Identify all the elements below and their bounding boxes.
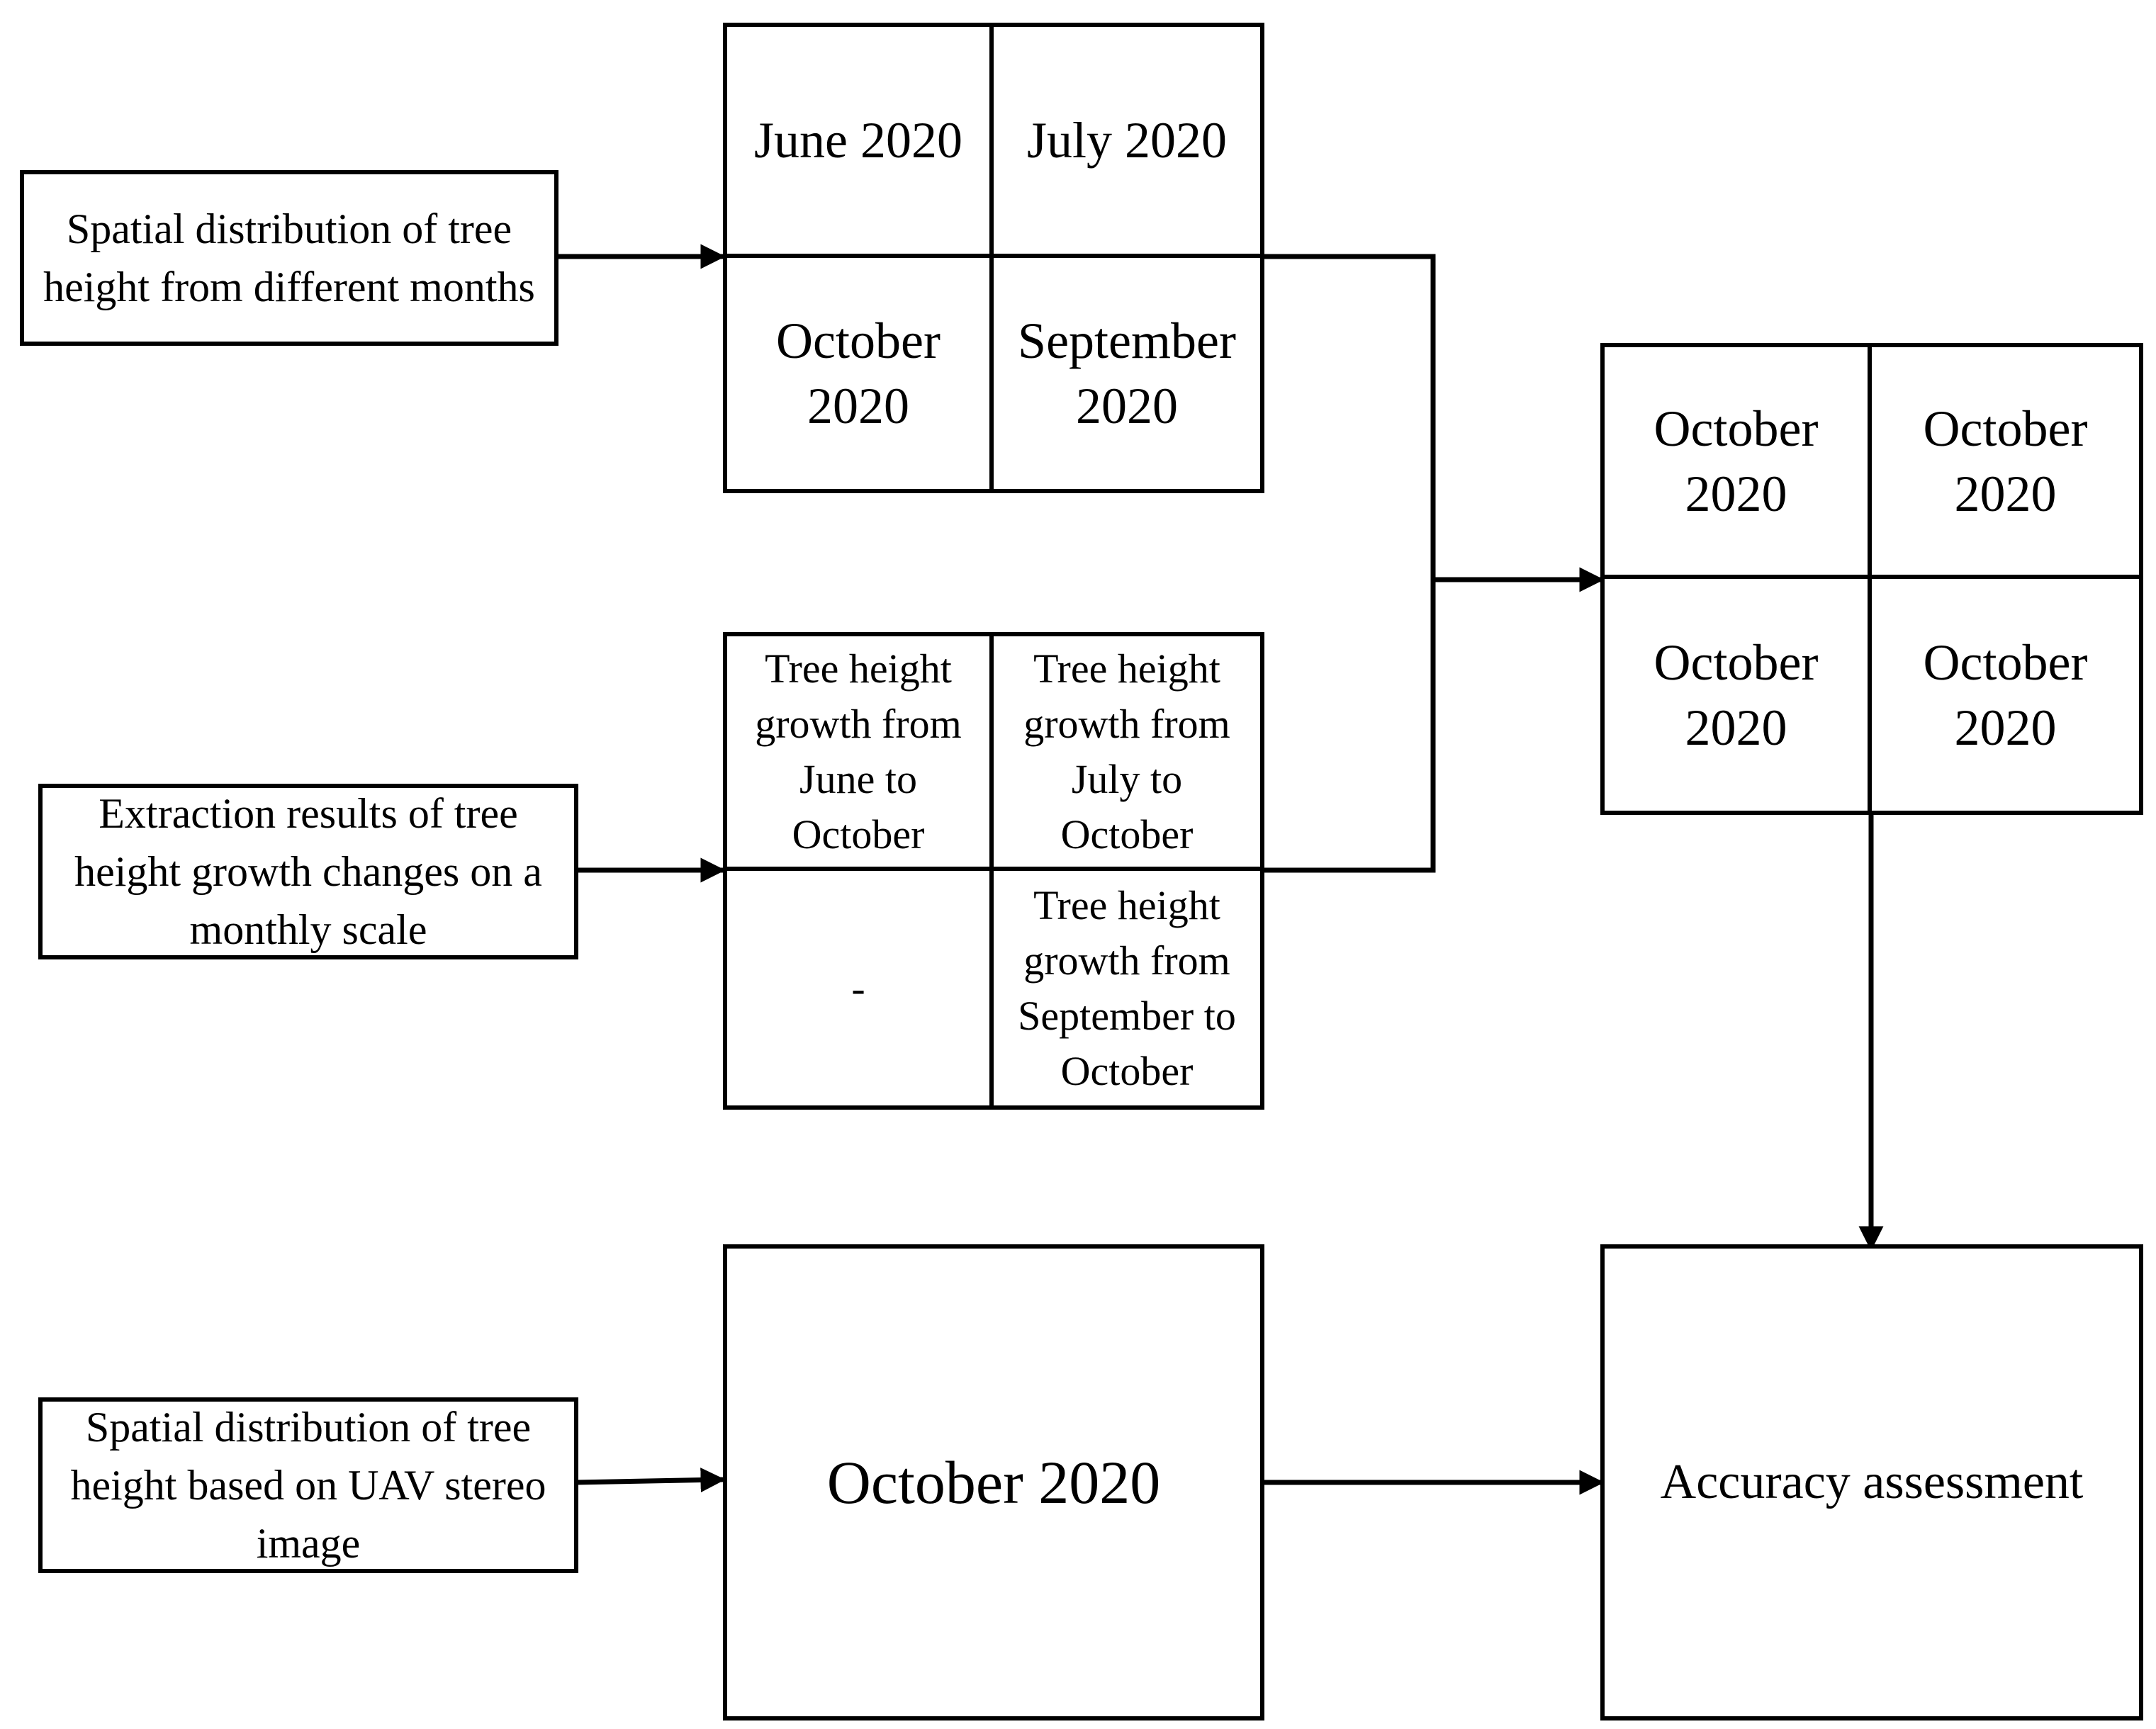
arrow-uav-to-uav-result (576, 1468, 726, 1493)
input-uav-distribution: Spatial distribution of tree height base… (38, 1397, 578, 1573)
growth-grid-text: Tree height growth from July to October (1023, 645, 1230, 857)
growth-grid-text: Tree height growth from September to Oct… (1018, 882, 1236, 1094)
months-grid-cell-june: June 2020 (727, 27, 994, 258)
growth-grid-cell-june: Tree height growth from June to October (727, 636, 994, 871)
months-grid-text: July 2020 (1026, 112, 1228, 169)
growth-grid-cell-july: Tree height growth from July to October (994, 636, 1260, 871)
input-growth-extraction: Extraction results of tree height growth… (38, 784, 578, 959)
connector-growth-grid-merge (1262, 580, 1436, 873)
months-grid-cell-july: July 2020 (994, 27, 1260, 258)
combined-grid-cell: October 2020 (1605, 579, 1872, 811)
connector-months-grid-merge (1262, 254, 1436, 580)
accuracy-assessment-text: Accuracy assessment (1660, 1455, 2084, 1509)
growth-grid-cell-september: Tree height growth from September to Oct… (994, 871, 1260, 1105)
input-uav-distribution-text: Spatial distribution of tree height base… (70, 1404, 546, 1567)
accuracy-assessment-box: Accuracy assessment (1600, 1244, 2143, 1720)
months-grid: June 2020 July 2020 October 2020 Septemb… (723, 23, 1264, 493)
combined-grid-text: October 2020 (1654, 400, 1819, 522)
months-grid-text: October 2020 (776, 312, 941, 434)
combined-grid-text: October 2020 (1923, 633, 2088, 756)
input-monthly-distribution: Spatial distribution of tree height from… (20, 170, 558, 346)
combined-grid-cell: October 2020 (1605, 347, 1872, 579)
combined-grid: October 2020 October 2020 October 2020 O… (1600, 343, 2143, 815)
combined-grid-text: October 2020 (1654, 633, 1819, 756)
growth-grid-text: - (851, 964, 865, 1011)
months-grid-text: June 2020 (754, 112, 962, 169)
growth-grid-text: Tree height growth from June to October (755, 645, 962, 857)
uav-result-text: October 2020 (826, 1448, 1161, 1516)
months-grid-cell-september: September 2020 (994, 258, 1260, 489)
input-monthly-distribution-text: Spatial distribution of tree height from… (43, 205, 535, 310)
combined-grid-cell: October 2020 (1872, 579, 2139, 811)
input-growth-extraction-text: Extraction results of tree height growth… (74, 790, 542, 953)
growth-grid-cell-empty: - (727, 871, 994, 1105)
uav-result-box: October 2020 (723, 1244, 1264, 1720)
months-grid-cell-october: October 2020 (727, 258, 994, 489)
months-grid-text: September 2020 (1018, 312, 1236, 434)
growth-grid: Tree height growth from June to October … (723, 632, 1264, 1110)
combined-grid-cell: October 2020 (1872, 347, 2139, 579)
combined-grid-text: October 2020 (1923, 400, 2088, 522)
